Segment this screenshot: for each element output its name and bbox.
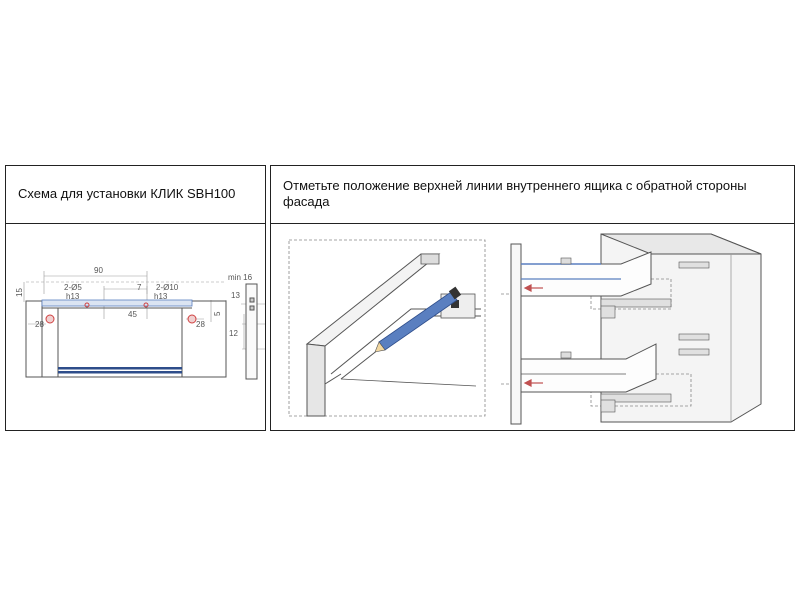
marking-instruction-panel: Отметьте положение верхней линии внутрен… xyxy=(270,165,795,431)
dim-hole-small-depth: h13 xyxy=(66,292,80,301)
direction-arrows xyxy=(523,284,543,387)
dim-13: 13 xyxy=(231,291,240,300)
dim-5: 5 xyxy=(213,311,222,316)
dim-90: 90 xyxy=(94,266,103,275)
dim-hole-small: 2-Ø5 xyxy=(64,283,82,292)
dim-hole-large-depth: h13 xyxy=(154,292,168,301)
dim-15: 15 xyxy=(15,288,24,297)
installation-scheme-drawing: 90 2-Ø5 h13 7 2-Ø10 h13 45 15 28 28 5 mi… xyxy=(6,224,266,430)
top-rail xyxy=(41,299,193,307)
left-panel-title: Схема для установки КЛИК SBH100 xyxy=(18,186,236,201)
dim-12: 12 xyxy=(229,329,238,338)
dim-right-28: 28 xyxy=(196,320,205,329)
pencil-icon xyxy=(374,286,462,353)
holes xyxy=(45,302,197,324)
marking-svg xyxy=(288,233,762,425)
cabinet-illustration xyxy=(501,233,762,425)
side-view xyxy=(245,283,258,380)
dim-offset-7: 7 xyxy=(137,283,142,292)
dim-min-16: min 16 xyxy=(228,273,253,282)
dim-left-28: 28 xyxy=(35,320,44,329)
left-title-row: Схема для установки КЛИК SBH100 xyxy=(6,166,265,224)
scheme-svg: 90 2-Ø5 h13 7 2-Ø10 h13 45 15 28 28 5 mi… xyxy=(15,266,266,380)
dim-45: 45 xyxy=(128,310,137,319)
facade-outline xyxy=(25,300,227,378)
installation-scheme-panel: Схема для установки КЛИК SBH100 xyxy=(5,165,266,431)
right-panel-title: Отметьте положение верхней линии внутрен… xyxy=(283,178,747,209)
dim-hole-large: 2-Ø10 xyxy=(156,283,179,292)
pencil-marking-illustration xyxy=(288,239,486,417)
right-title-row: Отметьте положение верхней линии внутрен… xyxy=(271,166,794,224)
runner-hardware xyxy=(600,261,710,413)
marking-drawing xyxy=(271,224,794,430)
dimension-lines xyxy=(23,271,266,350)
bottom-rails xyxy=(58,367,182,374)
